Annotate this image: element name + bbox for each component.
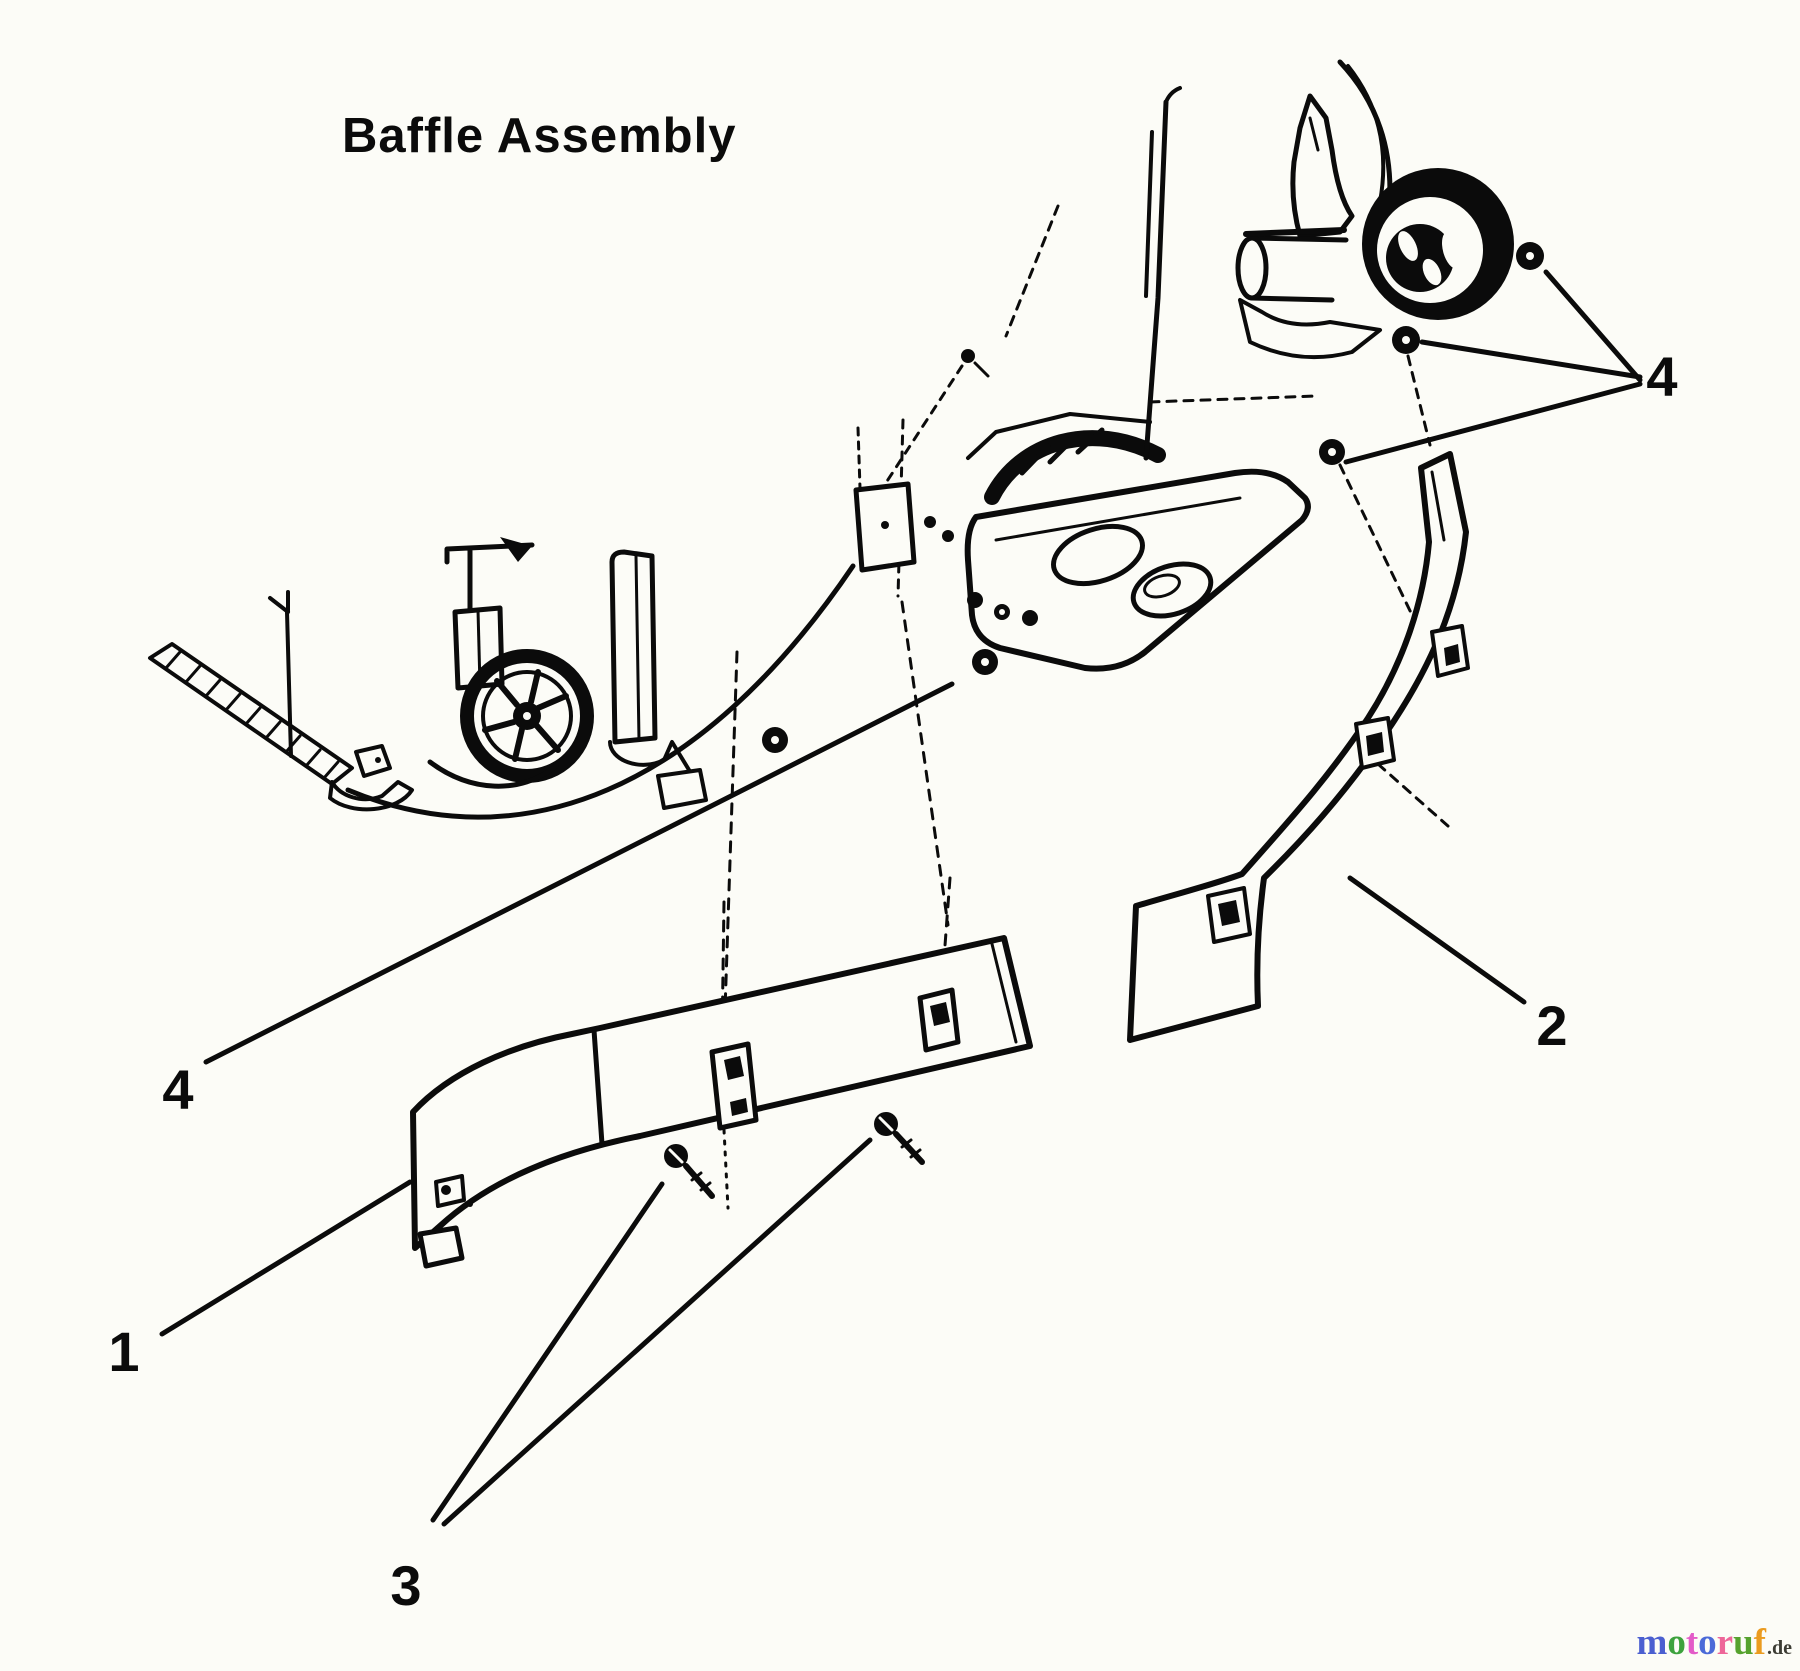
leader-part4-left bbox=[203, 681, 955, 1065]
leader-part3-b bbox=[441, 1137, 873, 1527]
leader-part2 bbox=[1347, 875, 1527, 1005]
watermark-letter: r bbox=[1716, 1622, 1734, 1663]
nut bbox=[1319, 439, 1345, 465]
watermark-tld: .de bbox=[1767, 1637, 1792, 1659]
mounting-nuts bbox=[762, 242, 1544, 753]
screw bbox=[664, 1144, 715, 1199]
callout-part2: 2 bbox=[1536, 994, 1568, 1057]
handlebar bbox=[1143, 86, 1182, 461]
baffle2-clip bbox=[1430, 624, 1470, 678]
screw bbox=[874, 1112, 925, 1165]
callout-part4-right: 4 bbox=[1646, 345, 1678, 408]
chute-body bbox=[1290, 93, 1355, 239]
callout-part3: 3 bbox=[390, 1554, 422, 1617]
left-support-bar bbox=[148, 590, 414, 812]
deck-plate bbox=[964, 468, 1311, 672]
callout-part1: 1 bbox=[108, 1320, 140, 1383]
deck-bolts bbox=[924, 349, 1038, 626]
axle-rod bbox=[345, 563, 856, 820]
nut bbox=[1392, 326, 1420, 354]
leader-part1 bbox=[159, 1179, 413, 1337]
wheel-spokes bbox=[482, 669, 569, 762]
leader-part4-right-c bbox=[1343, 381, 1643, 465]
wheel-side-bracket bbox=[609, 549, 658, 745]
nut bbox=[1516, 242, 1544, 270]
page-title: Baffle Assembly bbox=[342, 109, 737, 163]
watermark-letter: u bbox=[1733, 1622, 1754, 1663]
side-baffle-part2 bbox=[1127, 451, 1470, 1043]
baffle1-bracket bbox=[434, 1174, 473, 1208]
baffle2-clip bbox=[1354, 716, 1396, 770]
watermark-letter: m bbox=[1636, 1622, 1668, 1663]
nut bbox=[972, 649, 998, 675]
watermark-letter: o bbox=[1667, 1622, 1686, 1663]
watermark-letter: o bbox=[1698, 1622, 1717, 1663]
discharge-chute-assembly bbox=[1235, 59, 1514, 360]
watermark-letter: t bbox=[1685, 1622, 1699, 1663]
baffle1-clip bbox=[709, 1041, 759, 1131]
baffle2-clip bbox=[1206, 886, 1252, 944]
leader-part3-a bbox=[430, 1181, 665, 1523]
front-wheel-assembly bbox=[345, 537, 856, 820]
leader-part4-right-b bbox=[1419, 339, 1643, 380]
wheel-rim bbox=[481, 670, 573, 762]
deck-hole-1 bbox=[1051, 523, 1145, 587]
support-rod bbox=[285, 610, 293, 758]
callout-part4-left: 4 bbox=[162, 1058, 194, 1121]
bar-hook-end bbox=[328, 780, 414, 812]
bar-clip bbox=[354, 744, 392, 778]
watermark-letter: f bbox=[1753, 1622, 1766, 1663]
axle-tube bbox=[1249, 235, 1349, 303]
front-baffle-part1 bbox=[410, 935, 1033, 1269]
leader-part4-right-a bbox=[1543, 269, 1643, 383]
deck-assembly bbox=[853, 349, 1311, 672]
mounting-screws bbox=[664, 1112, 925, 1199]
baffle1-end-cap bbox=[417, 1225, 465, 1269]
chute-foot bbox=[1238, 298, 1382, 360]
nut bbox=[762, 727, 788, 753]
deck-hole-2 bbox=[1130, 561, 1214, 619]
rear-wheel-hub bbox=[1386, 224, 1454, 292]
leader-lines bbox=[159, 269, 1643, 1527]
wheel-tire bbox=[460, 649, 594, 783]
fan-housing bbox=[984, 430, 1166, 505]
baffle1-clip bbox=[917, 987, 961, 1053]
